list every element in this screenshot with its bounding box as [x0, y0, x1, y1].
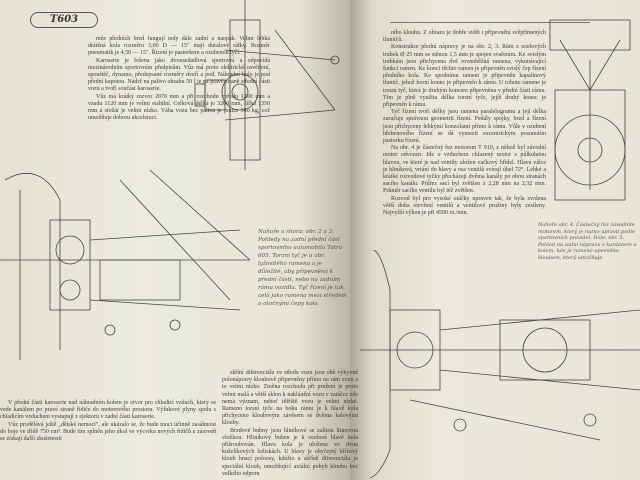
left-page: T603 mže předních brzd fungují tedy dále…: [0, 0, 350, 480]
paragraph: Vůz prodělává ještě „dětské nemoci", ale…: [0, 421, 216, 443]
left-figure-caption: Nahoře a shora: obr. 2 a 3. Pohledy na z…: [258, 229, 347, 307]
paragraph: Na obr. 4 je částečný řez motorem T 910,…: [383, 145, 546, 195]
right-figure-caption: Nahoře obr. 4. Částečný řez závodním mot…: [538, 222, 637, 261]
paragraph: Karoserie je řešena jako dvousedadlová s…: [88, 57, 270, 93]
paragraph: Brzdové bubny jsou hliníkové se zalitou …: [222, 427, 358, 477]
paragraph: skříní diferenciálu ve středu vozu jsou …: [222, 370, 358, 427]
paragraph: Konstrukce přední nápravy je na obr. 2, …: [383, 44, 546, 109]
left-bottom-text: V přední části karoserie nad náhradním k…: [0, 400, 216, 443]
suspension-drawing: [0, 169, 250, 360]
paragraph: Tyč řízení tvoří délky jsou ramena paral…: [383, 109, 546, 145]
paragraph: ního kloubu. Z obrazu je dobře vidět i p…: [383, 30, 546, 44]
engine-drawing: [549, 19, 631, 201]
paragraph: Vůz má krátký rozvor 2070 mm a při rozch…: [88, 93, 270, 122]
paragraph: Rozvod byl pro vysoké otáčky upraven tak…: [383, 195, 546, 217]
tatra-logo: T603: [30, 12, 98, 28]
top-rule: [390, 22, 590, 23]
paragraph: mže předních brzd fungují tedy dále zadn…: [88, 36, 270, 57]
rear-axle-drawing: [360, 250, 640, 479]
right-top-text: ního kloubu. Z obrazu je dobře vidět i p…: [383, 30, 546, 217]
paragraph: V přední části karoserie nad náhradním k…: [0, 400, 216, 421]
left-top-text: mže předních brzd fungují tedy dále zadn…: [88, 36, 270, 122]
middle-bottom-text: skříní diferenciálu ve středu vozu jsou …: [222, 370, 358, 478]
right-page: ního kloubu. Z obrazu je dobře vidět i p…: [350, 0, 640, 480]
front-axle-drawing: [194, 0, 340, 170]
